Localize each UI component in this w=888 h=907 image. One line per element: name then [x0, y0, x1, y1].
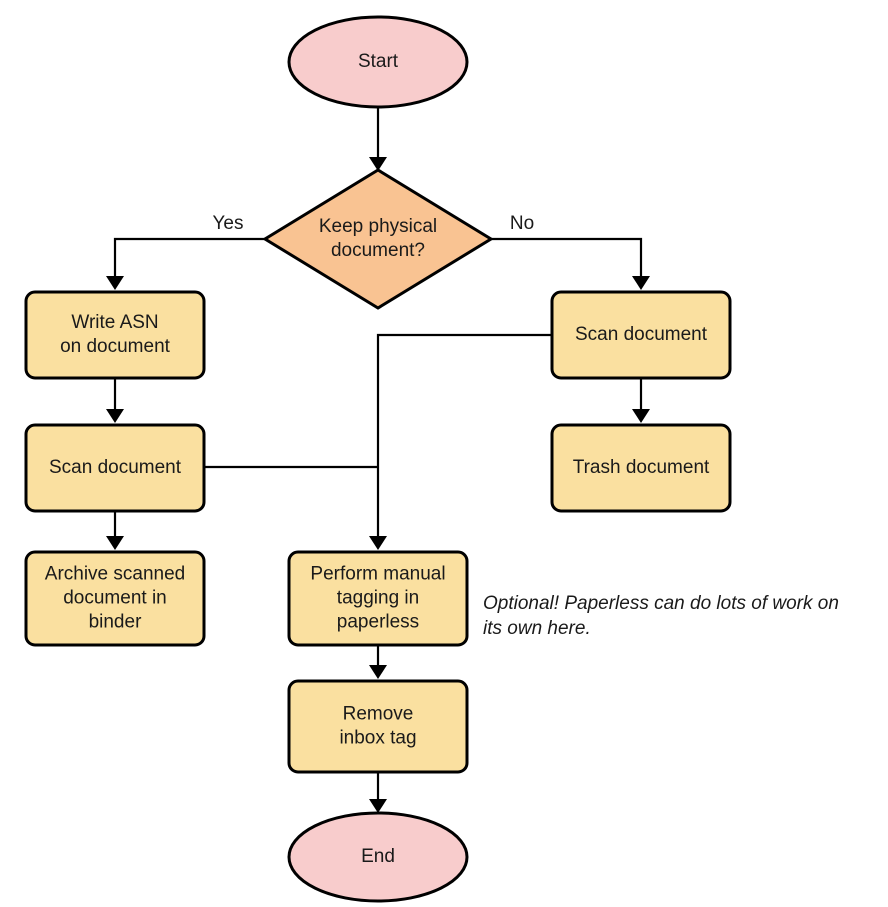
arrowhead-icon	[106, 276, 124, 290]
arrowhead-icon	[632, 276, 650, 290]
node-label: Perform manual	[310, 564, 445, 585]
node-trash: Trash document	[550, 423, 732, 513]
node-label: document?	[331, 240, 425, 261]
node-scan-left: Scan document	[24, 423, 206, 513]
edge-line	[113, 237, 265, 280]
node-label: Start	[358, 51, 399, 72]
node-label: binder	[89, 612, 142, 633]
node-label: Remove	[343, 704, 414, 725]
edge-line	[490, 237, 643, 280]
node-label: on document	[60, 336, 171, 357]
annotation-line: its own here.	[483, 618, 591, 639]
arrowhead-icon	[369, 536, 387, 550]
edge-scan-left-to-archive	[106, 511, 124, 550]
node-shape-rect	[550, 290, 732, 380]
node-shape-rect	[287, 550, 469, 647]
annotation-optional-note: Optional! Paperless can do lots of work …	[483, 593, 839, 639]
edge-label: No	[510, 213, 534, 234]
node-shape-rect	[287, 679, 469, 774]
node-label: Scan document	[49, 457, 182, 478]
arrowhead-icon	[369, 157, 387, 171]
node-label: Keep physical	[319, 216, 437, 237]
node-label: Scan document	[575, 324, 708, 345]
node-scan-right: Scan document	[550, 290, 732, 380]
node-archive-binder: Archive scanned document in binder	[24, 550, 206, 647]
node-end: End	[287, 811, 469, 903]
node-shape-rect	[24, 550, 206, 647]
arrowhead-icon	[369, 799, 387, 813]
edge-decision-yes-to-write-asn: Yes	[106, 213, 265, 290]
node-label: Archive scanned	[45, 564, 185, 585]
arrowhead-icon	[106, 409, 124, 423]
edge-remove-inbox-tag-to-end	[369, 772, 387, 813]
node-shape-ellipse	[287, 15, 469, 109]
node-label: Trash document	[573, 457, 710, 478]
edge-label: Yes	[213, 213, 244, 234]
node-keep-physical: Keep physical document?	[262, 168, 494, 310]
node-remove-inbox-tag: Remove inbox tag	[287, 679, 469, 774]
node-label: paperless	[337, 612, 419, 633]
node-start: Start	[287, 15, 469, 109]
edge-write-asn-to-scan-left	[106, 378, 124, 423]
edge-scan-right-to-trash	[632, 378, 650, 423]
node-label: Write ASN	[71, 312, 158, 333]
node-manual-tagging: Perform manual tagging in paperless	[287, 550, 469, 647]
annotations-layer: Optional! Paperless can do lots of work …	[483, 593, 839, 639]
node-label: tagging in	[337, 588, 419, 609]
edge-manual-tagging-to-remove-inbox-tag	[369, 645, 387, 679]
node-label: End	[361, 846, 395, 867]
edge-scan-right-to-manual-tagging	[369, 333, 552, 550]
node-shape-rect	[24, 290, 206, 380]
arrowhead-icon	[369, 665, 387, 679]
node-write-asn: Write ASN on document	[24, 290, 206, 380]
node-shape-rect	[24, 423, 206, 513]
edge-decision-no-to-scan-right: No	[490, 213, 650, 290]
node-shape-rect	[550, 423, 732, 513]
annotation-line: Optional! Paperless can do lots of work …	[483, 593, 839, 614]
node-shape-ellipse	[287, 811, 469, 903]
edge-line	[376, 333, 552, 540]
edges-layer: Yes No	[106, 107, 650, 813]
node-label: inbox tag	[339, 728, 416, 749]
node-shape-diamond	[262, 168, 494, 310]
arrowhead-icon	[632, 409, 650, 423]
arrowhead-icon	[106, 536, 124, 550]
edge-start-to-decision	[369, 107, 387, 171]
node-label: document in	[63, 588, 167, 609]
